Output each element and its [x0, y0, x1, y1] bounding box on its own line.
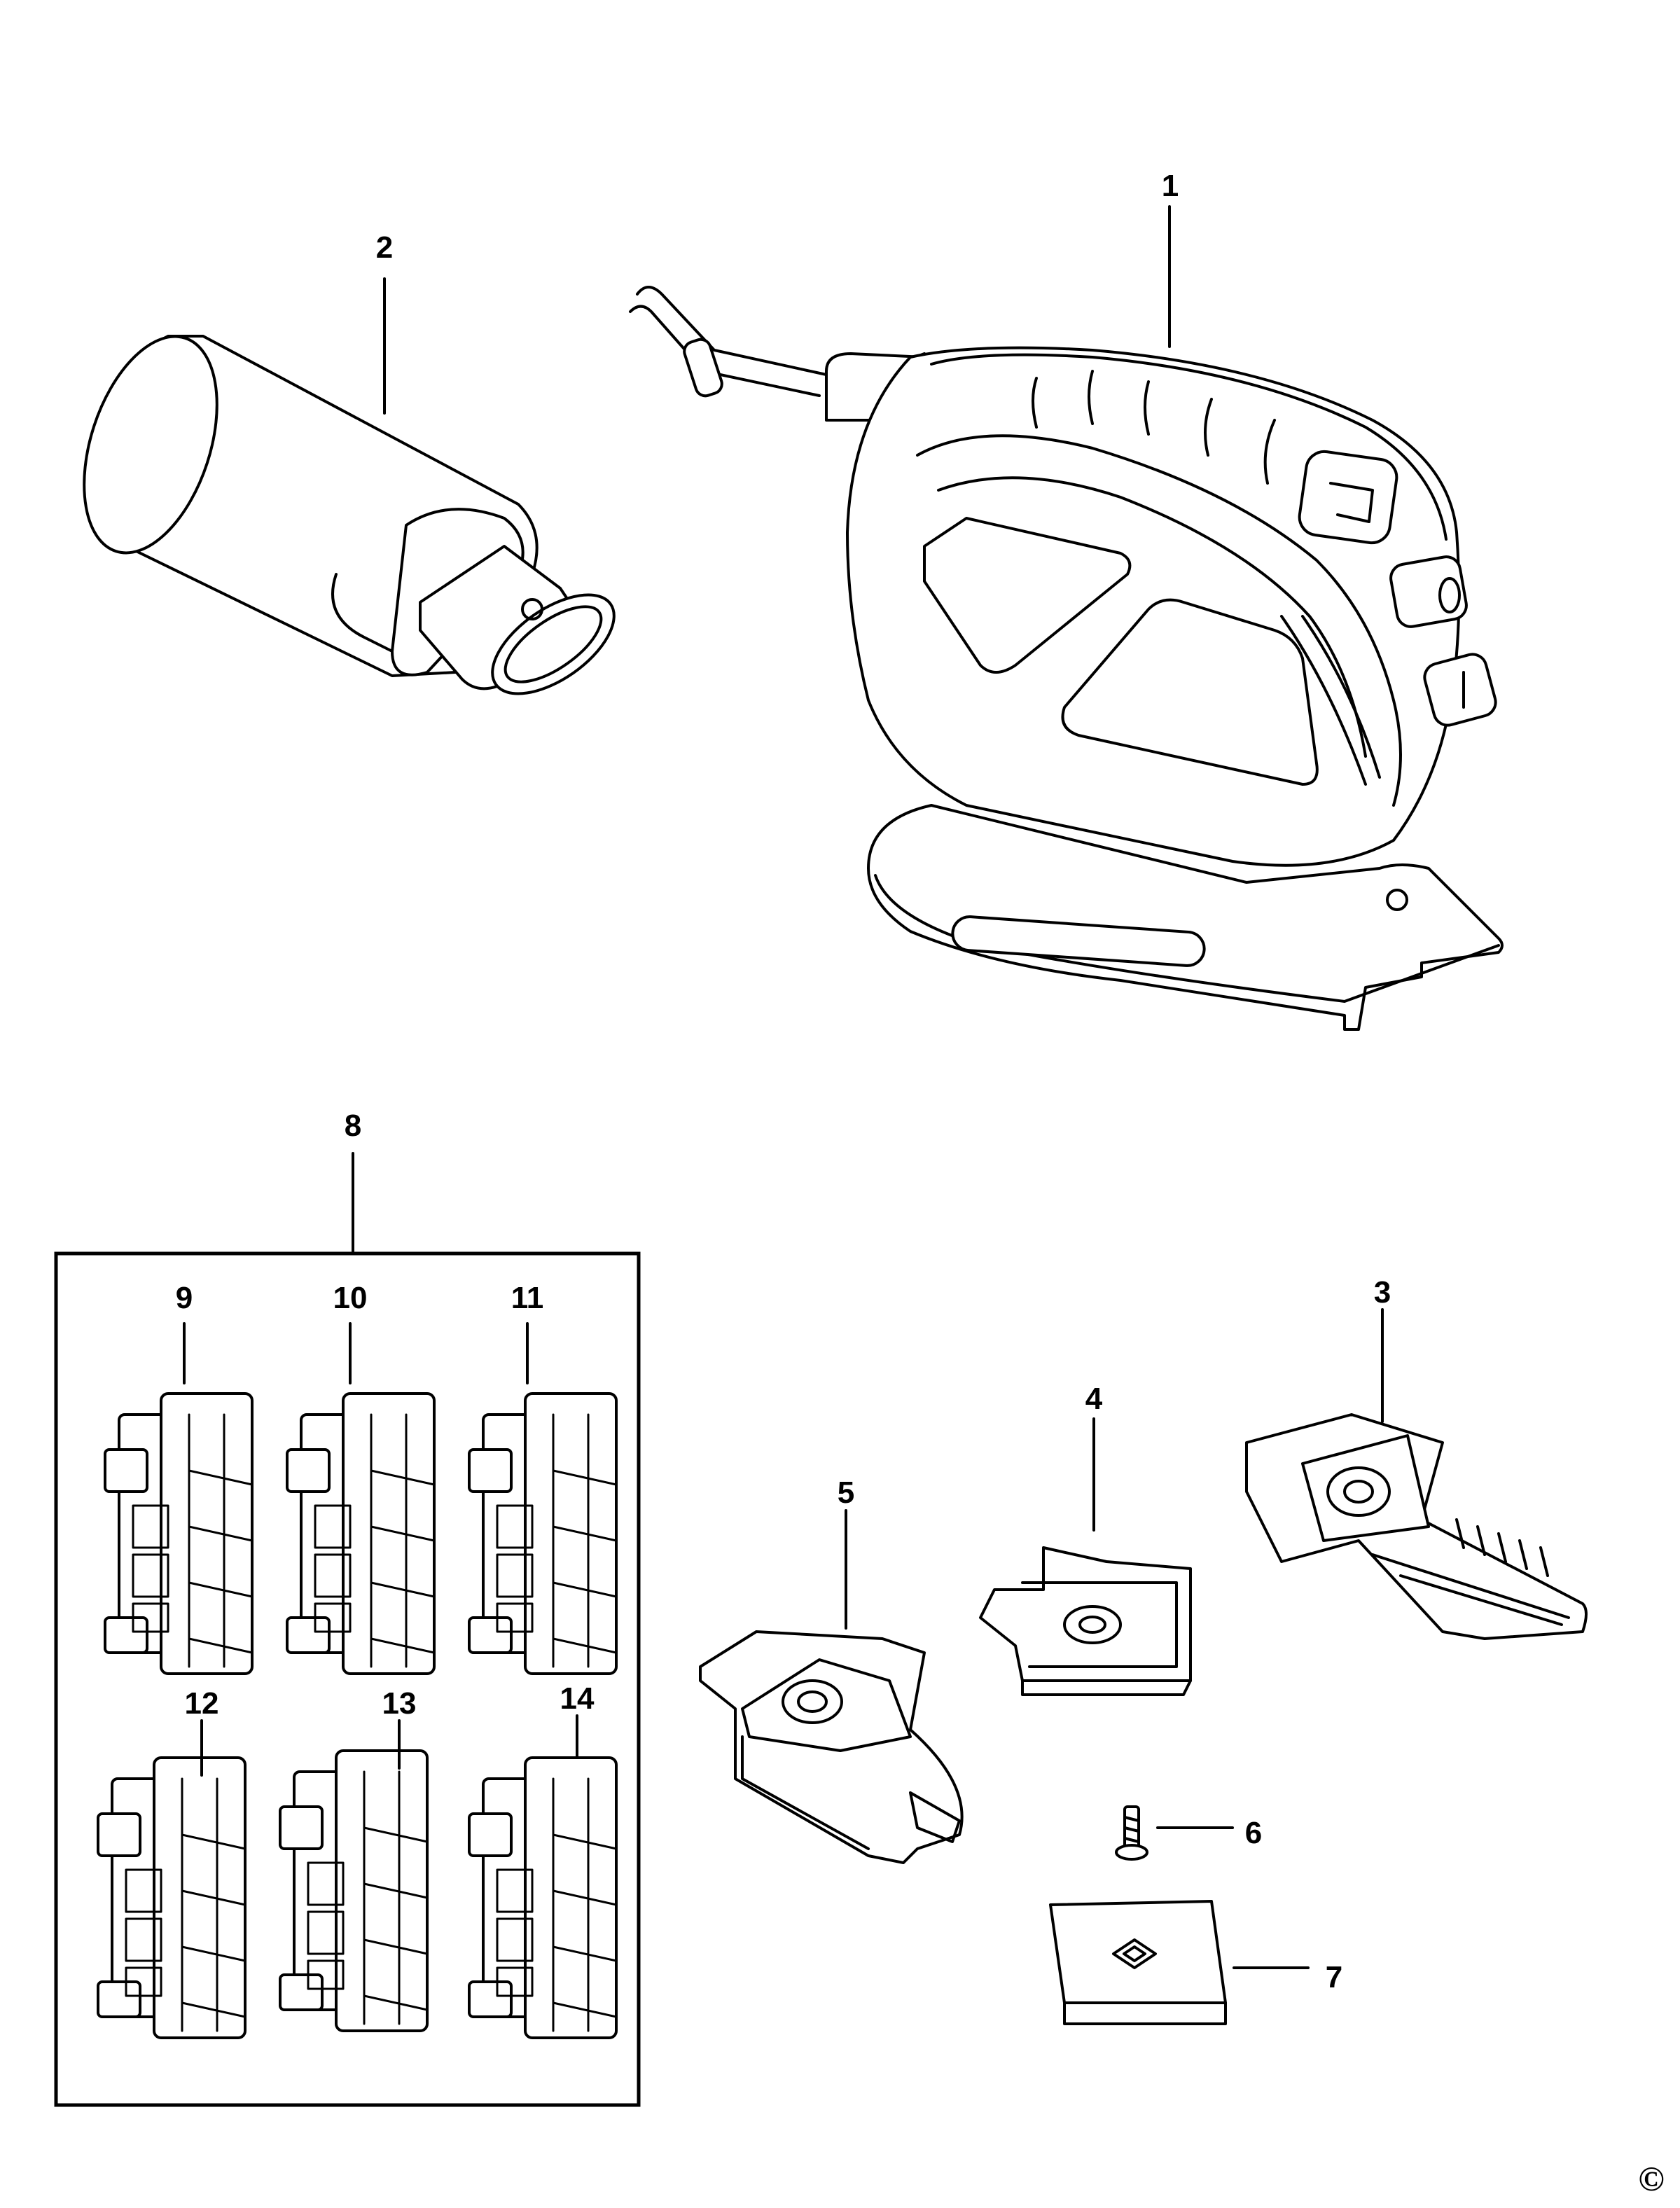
- callout-12: 12: [185, 1686, 219, 1721]
- part-1-sander-body: [629, 286, 1504, 1031]
- part-7-foam-pad: [1049, 1900, 1227, 2025]
- part-8-kit-frame: [54, 1251, 641, 2107]
- part-10-profile-attachment: [286, 1392, 436, 1675]
- callout-6: 6: [1245, 1816, 1262, 1850]
- callout-4: 4: [1085, 1382, 1103, 1416]
- callout-labels: 1 2 3 4 5 6 7 8 9 10 11 12 13 14: [176, 169, 1391, 1994]
- copyright-mark: ©: [1638, 2159, 1664, 2198]
- part-3-sanding-plate: [1245, 1413, 1588, 1640]
- callout-13: 13: [382, 1686, 417, 1721]
- part-11-profile-attachment: [468, 1392, 618, 1675]
- leader-lines: [183, 205, 1384, 1969]
- callout-7: 7: [1326, 1960, 1342, 1994]
- part-6-screw: [1115, 1805, 1148, 1861]
- callout-8: 8: [345, 1109, 361, 1143]
- part-12-profile-attachment: [97, 1756, 247, 2039]
- part-2-dust-extraction-adapter: [83, 335, 616, 695]
- callout-2: 2: [376, 230, 393, 265]
- callout-10: 10: [333, 1281, 368, 1315]
- callout-5: 5: [838, 1476, 854, 1510]
- part-13-profile-attachment: [279, 1749, 429, 2032]
- part-4-sanding-plate-square: [979, 1546, 1192, 1696]
- part-9-profile-attachment: [104, 1392, 254, 1675]
- callout-3: 3: [1374, 1275, 1391, 1310]
- part-5-sanding-attachment: [699, 1630, 964, 1864]
- callout-11: 11: [511, 1281, 544, 1315]
- part-14-profile-attachment: [468, 1756, 618, 2039]
- callout-14: 14: [560, 1681, 595, 1716]
- callout-1: 1: [1162, 169, 1179, 203]
- callout-9: 9: [176, 1281, 193, 1315]
